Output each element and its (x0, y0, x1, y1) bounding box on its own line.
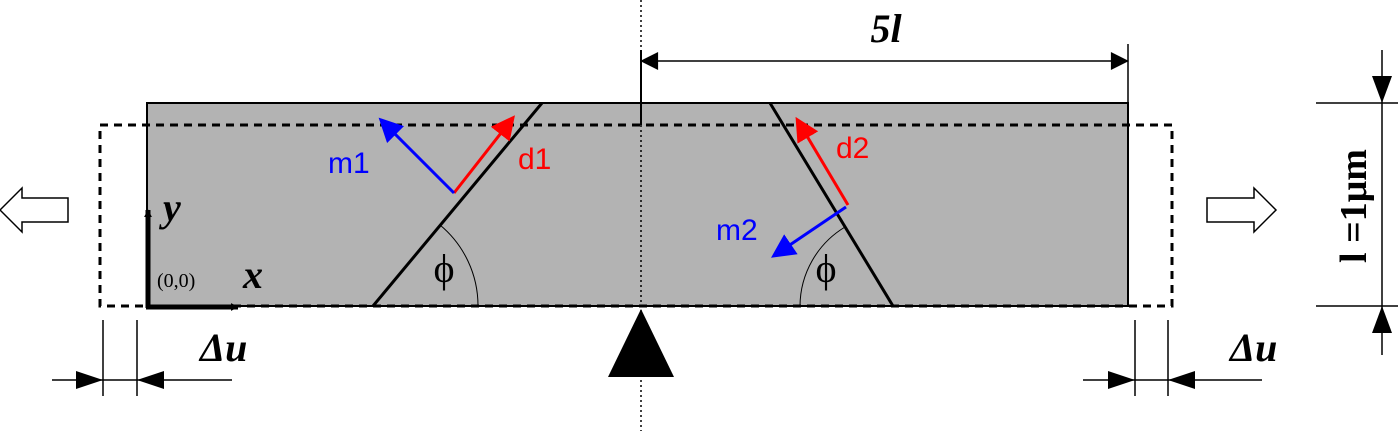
m1-arrow (378, 117, 456, 195)
dim-l-arrow-top (1372, 76, 1392, 103)
label-origin: (0,0) (157, 270, 195, 292)
dim-du-left-arrow-a (76, 371, 103, 389)
label-d2: d2 (836, 132, 869, 165)
label-phi-left: ϕ (433, 246, 454, 291)
label-m2: m2 (716, 214, 758, 247)
triangle-support-icon (608, 309, 674, 377)
hollow-right-arrow-icon (1206, 186, 1278, 234)
label-5l: 5l (870, 6, 902, 51)
d2-arrow (795, 116, 850, 206)
dim-du-right-arrow-b (1168, 371, 1195, 389)
angle-arc-left (439, 224, 479, 307)
deformed-outline (98, 123, 1174, 308)
label-d1: d1 (518, 143, 551, 176)
dim-du-right-arrow-a (1108, 371, 1135, 389)
specimen-body (146, 102, 1129, 307)
label-x-axis: x (242, 252, 263, 297)
angle-arc-right (799, 226, 846, 307)
label-m1: m1 (328, 147, 370, 180)
label-delta-u-right: Δu (1228, 325, 1277, 370)
dim-l-arrow-bottom (1372, 306, 1392, 333)
label-delta-u-left: Δu (198, 325, 247, 370)
d1-arrow (452, 115, 515, 194)
hollow-left-arrow-icon (0, 186, 69, 234)
grain-boundary-right (768, 102, 895, 307)
label-thickness: l =1μm (1333, 149, 1375, 263)
label-phi-right: ϕ (815, 246, 836, 291)
m2-arrow (771, 205, 847, 258)
label-y-axis: y (159, 185, 181, 230)
dim-du-left-arrow-b (137, 371, 164, 389)
